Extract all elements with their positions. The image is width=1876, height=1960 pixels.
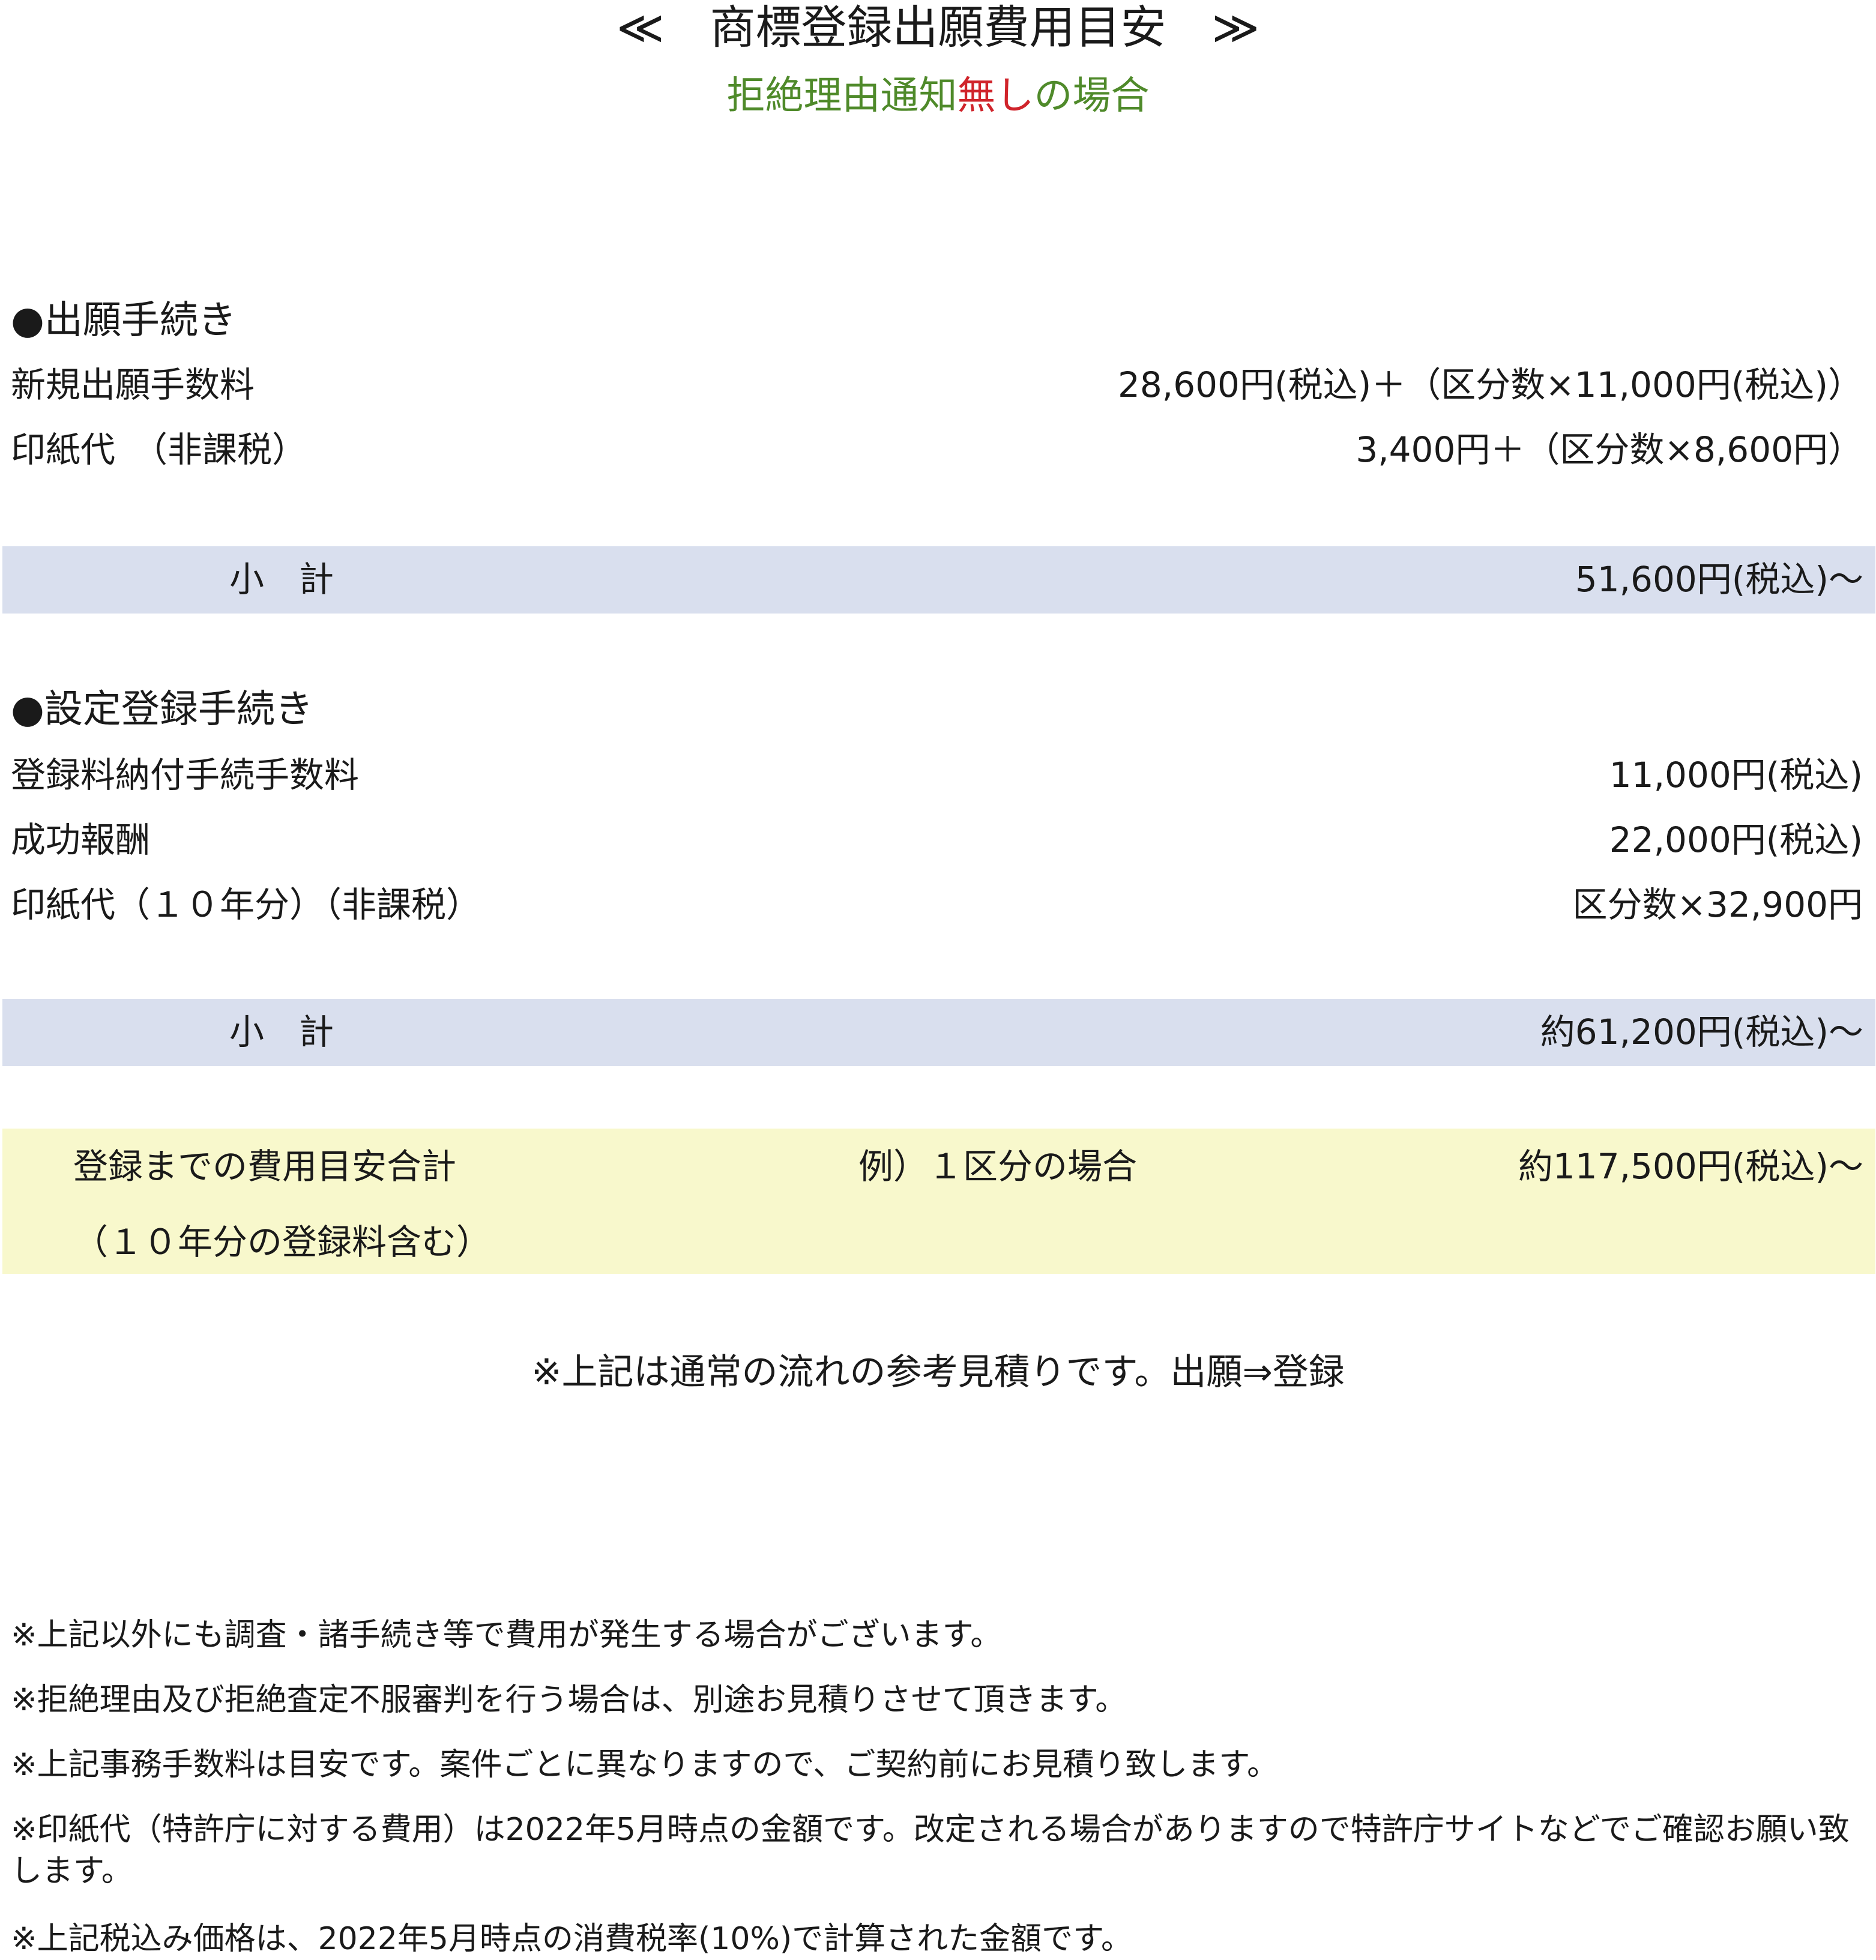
application-subtotal-value: 51,600円(税込)～ [1575,559,1863,600]
registration-row-value: 22,000円(税込) [1609,819,1863,860]
flow-note: ※上記は通常の流れの参考見積りです。出願⇒登録 [531,1351,1345,1393]
registration-row-label: 印紙代（１０年分）（非課税） [11,884,481,925]
footnote: ※上記以外にも調査・諸手続き等で費用が発生する場合がございます。 [11,1617,1002,1653]
registration-row-label: 成功報酬 [11,819,151,860]
total-band: 登録までの費用目安合計 （１０年分の登録料含む） 例）１区分の場合 約117,5… [2,1129,1875,1274]
total-example: 例）１区分の場合 [858,1146,1138,1187]
registration-row-value: 区分数×32,900円 [1572,884,1863,925]
page-title: ≪ 商標登録出願費用目安 ≫ [616,1,1260,54]
total-label-line1: 登録までの費用目安合計 [73,1146,457,1187]
application-subtotal-band: 小 計 51,600円(税込)～ [2,546,1875,614]
registration-heading: ●設定登録手続き [11,687,313,732]
registration-row-value: 11,000円(税込) [1609,755,1863,795]
registration-subtotal-value: 約61,200円(税込)～ [1540,1012,1863,1052]
application-heading: ●出願手続き [11,298,237,343]
registration-row-label: 登録料納付手続手数料 [11,755,360,795]
footnote: ※印紙代（特許庁に対する費用）は2022年5月時点の金額です。改定される場合があ… [11,1812,1850,1889]
subtitle-part1: 拒絶理由通知 [726,74,958,118]
subtitle-part2: の場合 [1034,74,1150,118]
footnote: ※上記税込み価格は、2022年5月時点の消費税率(10%)で計算された金額です。 [11,1921,1132,1957]
total-value: 約117,500円(税込)～ [1518,1146,1863,1187]
registration-subtotal-band: 小 計 約61,200円(税込)～ [2,999,1875,1066]
footnote: ※上記事務手数料は目安です。案件ごとに異なりますので、ご契約前にお見積り致します… [11,1747,1279,1783]
application-row-label: 新規出願手数料 [11,364,255,405]
application-row-value: 3,400円＋（区分数×8,600円） [1356,429,1863,470]
application-row-label: 印紙代 （非課税） [11,429,307,470]
registration-subtotal-label: 小 計 [229,1012,334,1052]
application-subtotal-label: 小 計 [229,559,334,600]
application-row-value: 28,600円(税込)＋（区分数×11,000円(税込)） [1118,364,1863,405]
footnote: ※拒絶理由及び拒絶査定不服審判を行う場合は、別途お見積りさせて頂きます。 [11,1682,1127,1718]
page-subtitle: 拒絶理由通知無しの場合 [0,77,1876,115]
total-label-line2: （１０年分の登録料含む） [73,1222,492,1262]
subtitle-highlight: 無し [957,74,1034,118]
